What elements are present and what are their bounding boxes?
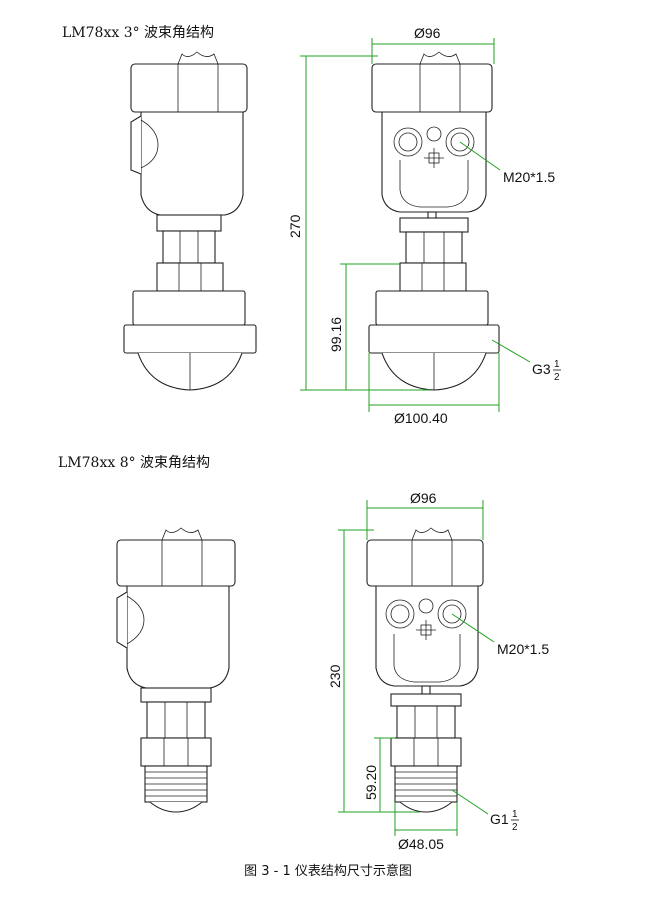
section2-title: LM78xx 8° 波束角结构 [58,455,211,471]
dim-thread-num-8deg: 1 [512,809,518,820]
dim-cable-3deg: M20*1.5 [503,169,555,185]
dimensions-3deg [300,38,531,412]
dimensions-8deg [338,500,495,836]
front-view-3deg [368,51,500,391]
dim-flange-height-3deg: 99.16 [328,317,344,352]
dim-thread-3deg: G3 [532,361,551,377]
dim-thread-diameter-8deg: Ø48.05 [398,836,444,852]
dim-height-8deg: 230 [327,664,343,688]
dim-width-8deg: Ø96 [410,490,437,506]
side-view-3deg [123,51,257,391]
dim-thread-height-8deg: 59.20 [363,765,379,800]
dim-thread-den-3deg: 2 [554,372,560,383]
dim-cable-8deg: M20*1.5 [497,641,549,657]
front-view-8deg [366,527,484,813]
dim-thread-den-8deg: 2 [512,822,518,833]
figure-caption: 图 3 - 1 仪表结构尺寸示意图 [244,864,412,879]
side-view-8deg [116,527,236,813]
dim-width-3deg: Ø96 [414,25,441,41]
dim-thread-num-3deg: 1 [554,359,560,370]
dim-height-3deg: 270 [287,214,303,238]
dim-thread-8deg: G1 [490,811,509,827]
section1-title: LM78xx 3° 波束角结构 [62,25,215,41]
dim-flange-diameter-3deg: Ø100.40 [394,410,448,426]
